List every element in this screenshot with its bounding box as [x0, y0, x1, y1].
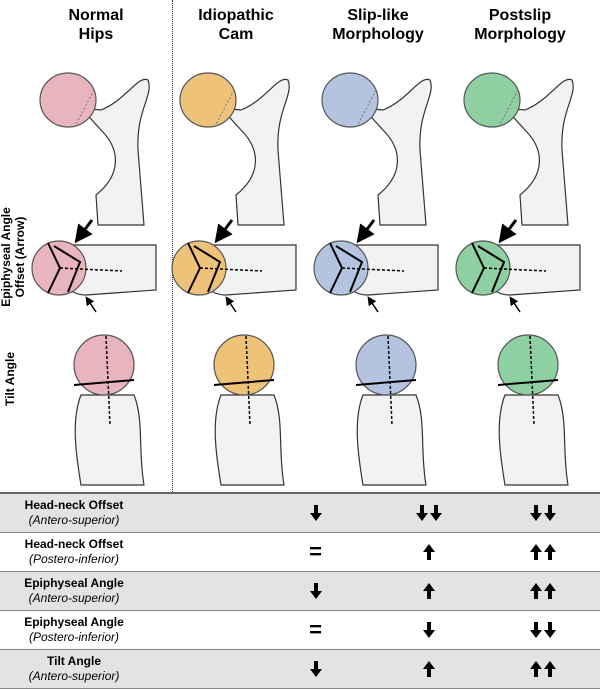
column-illustrations-3 — [313, 72, 439, 486]
sliplike-cell — [372, 649, 487, 689]
arrow-down-icon — [309, 660, 322, 677]
arrow-up-icon — [544, 582, 557, 599]
normal-cell — [148, 610, 259, 650]
arrow-posterior — [85, 296, 97, 313]
arrow-anterior — [214, 219, 234, 244]
column-illustrations-4 — [455, 72, 581, 486]
measure-label: Head-neck Offset(Postero-inferior) — [0, 532, 149, 572]
postslip-cell — [486, 571, 600, 611]
femur-ap-bone — [503, 78, 574, 226]
arrow-anterior — [356, 219, 376, 244]
normal-cell — [148, 649, 259, 689]
arrow-down-icon — [416, 504, 429, 521]
measure-label: Epiphyseal Angle(Antero-superior) — [0, 571, 149, 611]
summary-row: Epiphyseal Angle(Antero-superior) — [0, 571, 600, 611]
table-divider — [0, 492, 600, 494]
arrow-down-icon — [430, 504, 443, 521]
femoral-head-ap — [179, 72, 237, 128]
arrow-up-icon — [530, 543, 543, 560]
column-illustrations-2 — [171, 72, 297, 486]
femur-ap-bone — [361, 78, 432, 226]
femoral-head-ap — [39, 72, 97, 128]
arrow-up-icon — [423, 582, 436, 599]
summary-row: Head-neck Offset(Postero-inferior) = — [0, 532, 600, 572]
equal-icon: = — [309, 616, 322, 642]
femoral-head-axial — [213, 334, 275, 396]
arrow-posterior — [367, 296, 379, 313]
normal-cell — [148, 571, 259, 611]
measure-label: Tilt Angle(Antero-superior) — [0, 649, 149, 689]
sliplike-cell — [372, 610, 487, 650]
femoral-head-ap — [321, 72, 379, 128]
arrow-posterior — [225, 296, 237, 313]
sliplike-cell — [372, 571, 487, 611]
postslip-cell — [486, 610, 600, 650]
arrow-down-icon — [423, 621, 436, 638]
postslip-cell — [486, 649, 600, 689]
femur-illustrations — [31, 72, 581, 486]
postslip-cell — [486, 532, 600, 572]
arrow-up-icon — [530, 582, 543, 599]
arrow-up-icon — [530, 660, 543, 677]
idiopathic-cell — [258, 494, 373, 533]
arrow-up-icon — [544, 543, 557, 560]
arrow-down-icon — [309, 582, 322, 599]
measure-label: Head-neck Offset(Antero-superior) — [0, 494, 149, 533]
arrow-up-icon — [423, 660, 436, 677]
femoral-head-axial — [73, 334, 135, 396]
normal-cell — [148, 494, 259, 533]
idiopathic-cell: = — [258, 610, 373, 650]
femoral-head-axial — [497, 334, 559, 396]
idiopathic-cell — [258, 571, 373, 611]
femur-ap-bone — [79, 78, 150, 226]
column-divider — [172, 0, 173, 492]
arrow-up-icon — [423, 543, 436, 560]
arrow-down-icon — [544, 621, 557, 638]
arrow-up-icon — [544, 660, 557, 677]
arrow-down-icon — [530, 504, 543, 521]
sliplike-cell — [372, 494, 487, 533]
femur-axial-bone — [74, 394, 145, 486]
postslip-cell — [486, 494, 600, 533]
femur-ap-bone — [219, 78, 290, 226]
summary-row: Head-neck Offset(Antero-superior) — [0, 494, 600, 533]
femur-axial-bone — [498, 394, 569, 486]
summary-row: Epiphyseal Angle(Postero-inferior) = — [0, 610, 600, 650]
arrow-anterior — [498, 219, 518, 244]
measure-label: Epiphyseal Angle(Postero-inferior) — [0, 610, 149, 650]
arrow-down-icon — [309, 504, 322, 521]
femur-axial-bone — [356, 394, 427, 486]
arrow-anterior — [74, 219, 94, 244]
normal-cell — [148, 532, 259, 572]
arrow-down-icon — [530, 621, 543, 638]
idiopathic-cell: = — [258, 532, 373, 572]
arrow-down-icon — [544, 504, 557, 521]
idiopathic-cell — [258, 649, 373, 689]
summary-table: Head-neck Offset(Antero-superior)Head-ne… — [0, 494, 600, 689]
femoral-head-ap — [463, 72, 521, 128]
femur-axial-bone — [214, 394, 285, 486]
arrow-posterior — [509, 296, 521, 313]
summary-row: Tilt Angle(Antero-superior) — [0, 649, 600, 689]
column-illustrations-1 — [31, 72, 157, 486]
femoral-head-axial — [355, 334, 417, 396]
sliplike-cell — [372, 532, 487, 572]
equal-icon: = — [309, 538, 322, 564]
